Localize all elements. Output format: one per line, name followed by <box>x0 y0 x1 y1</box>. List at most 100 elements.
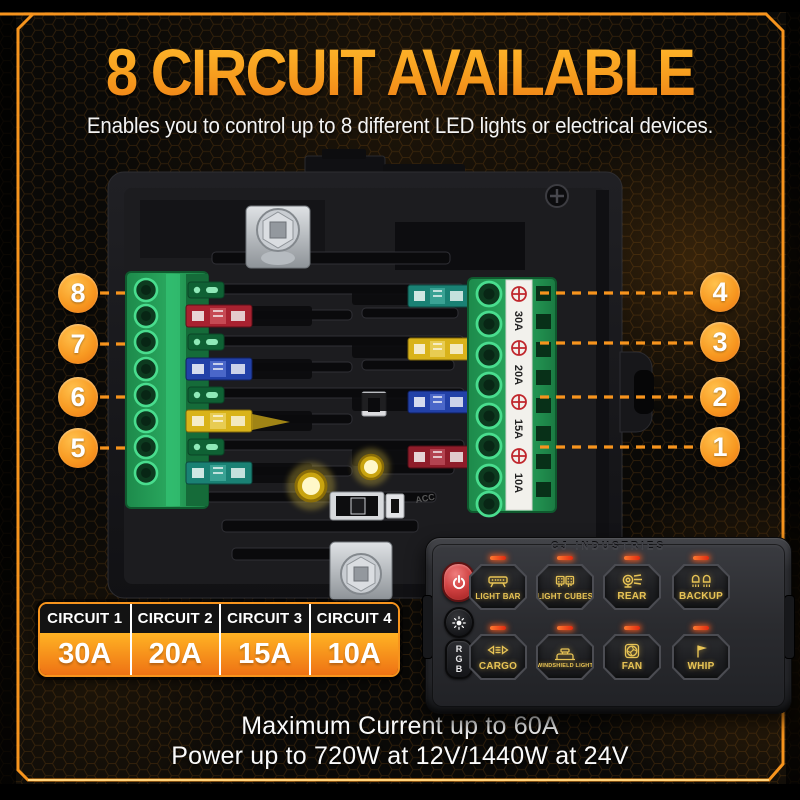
button-whip: WHIP <box>672 634 730 680</box>
footer-power-rating: Power up to 720W at 12V/1440W at 24V <box>171 742 629 770</box>
right-mount-tab <box>619 351 654 433</box>
amp-label-15a: 15A <box>512 419 524 439</box>
left-terminal-block <box>125 271 225 509</box>
indicator-capacitors <box>287 448 390 510</box>
button-face: WHIP <box>674 636 728 678</box>
amp-label-20a: 20A <box>512 365 524 385</box>
button-face: CARGO <box>471 636 525 678</box>
callout-circuit-4: 4 <box>700 272 740 312</box>
button-face: BACKUP <box>674 566 728 608</box>
button-label: WINDSHIELD LIGHT <box>536 663 594 669</box>
rear-light-icon <box>619 573 645 590</box>
switch-panel: CJ INDUSTRIES R G B <box>422 537 795 714</box>
callout-number: 2 <box>712 381 728 412</box>
acc-label: ACC <box>415 492 436 505</box>
table-header-circuit-2: CIRCUIT 2 <box>129 604 219 633</box>
callout-circuit-6: 6 <box>58 377 98 417</box>
brightness-icon <box>452 615 466 630</box>
callout-circuit-5: 5 <box>58 428 98 468</box>
button-face: LIGHT CUBES <box>538 566 592 608</box>
rgb-letter: B <box>455 664 463 674</box>
button-light-cubes: LIGHT CUBES <box>536 564 594 610</box>
table-value-circuit-3: 15A <box>219 633 309 675</box>
button-label: BACKUP <box>679 590 723 602</box>
page-subtitle: Enables you to control up to 8 different… <box>86 113 714 138</box>
callout-number: 7 <box>70 328 86 359</box>
led-indicator <box>490 626 506 630</box>
brightness-button <box>444 607 474 638</box>
callout-number: 5 <box>70 432 86 463</box>
amp-label-10a: 10A <box>512 473 524 493</box>
button-label: WHIP <box>687 660 715 672</box>
callout-number: 3 <box>712 326 728 357</box>
panel-side-tab-right <box>784 595 795 659</box>
callout-number: 1 <box>712 431 728 462</box>
footer-max-current: Maximum Current up to 60A <box>241 712 559 740</box>
fuse-red <box>185 304 253 328</box>
fuse-blue-right <box>407 390 471 414</box>
frame-border <box>0 12 785 784</box>
fuse-yellow-right <box>407 337 471 361</box>
acc-toggle-switch: ACC <box>329 491 436 521</box>
button-fan: FAN <box>603 634 661 680</box>
button-label: LIGHT BAR <box>475 591 521 601</box>
page-title: 8 CIRCUIT AVAILABLE <box>48 34 752 110</box>
amp-label-strip: 30A 20A 15A 10A <box>511 286 527 493</box>
button-label: REAR <box>617 590 647 602</box>
rgb-letter: R <box>455 644 463 654</box>
callout-circuit-1: 1 <box>700 427 740 467</box>
fuse-blue <box>185 357 253 381</box>
power-icon <box>452 575 465 590</box>
button-label: CARGO <box>478 660 518 672</box>
button-light-bar: LIGHT BAR <box>469 564 527 610</box>
bottom-battery-bolt <box>329 541 393 601</box>
led-indicator <box>693 626 709 630</box>
led-indicator <box>490 556 506 560</box>
amp-label-30a: 30A <box>512 311 524 331</box>
rgb-letter: G <box>455 654 463 664</box>
right-fuses <box>352 284 471 469</box>
rgb-button: R G B <box>445 639 473 679</box>
callout-circuit-2: 2 <box>700 377 740 417</box>
button-label: LIGHT CUBES <box>536 591 594 601</box>
light-cubes-icon <box>552 574 578 591</box>
table-value-circuit-2: 20A <box>129 633 219 675</box>
button-cargo: CARGO <box>469 634 527 680</box>
button-backup: BACKUP <box>672 564 730 610</box>
button-label: FAN <box>621 660 643 672</box>
left-fuses <box>185 304 312 485</box>
callout-circuit-3: 3 <box>700 322 740 362</box>
light-bar-icon <box>485 574 511 591</box>
table-value-circuit-1: 30A <box>40 633 130 675</box>
backup-lights-icon <box>688 573 714 590</box>
callout-number: 8 <box>70 277 86 308</box>
panel-brand-text: CJ INDUSTRIES <box>550 541 667 552</box>
button-face: REAR <box>605 566 659 608</box>
button-face: FAN <box>605 636 659 678</box>
table-header-circuit-4: CIRCUIT 4 <box>308 604 398 633</box>
callout-lines <box>100 291 700 450</box>
fuse-yellow <box>185 409 290 433</box>
windshield-light-icon <box>552 645 578 662</box>
table-value-circuit-4: 10A <box>308 633 398 675</box>
circuit-spec-table: CIRCUIT 1 CIRCUIT 2 CIRCUIT 3 CIRCUIT 4 … <box>38 602 400 677</box>
left-terminal-sockets <box>133 277 159 486</box>
led-indicator <box>557 626 573 630</box>
left-connector-nubs <box>187 281 225 456</box>
top-battery-bolt <box>245 205 311 269</box>
fuse-red-right <box>407 445 471 469</box>
callout-number: 6 <box>70 381 86 412</box>
right-terminal-block: 30A 20A 15A 10A <box>467 277 557 518</box>
callout-circuit-7: 7 <box>58 324 98 364</box>
button-face: LIGHT BAR <box>471 566 525 608</box>
button-rear: REAR <box>603 564 661 610</box>
table-header-circuit-1: CIRCUIT 1 <box>40 604 130 633</box>
callout-number: 4 <box>712 276 728 307</box>
button-face: WINDSHIELD LIGHT <box>538 636 592 678</box>
led-indicator <box>557 556 573 560</box>
fuse-teal <box>185 461 253 485</box>
led-indicator <box>693 556 709 560</box>
cargo-lights-icon <box>485 643 511 660</box>
